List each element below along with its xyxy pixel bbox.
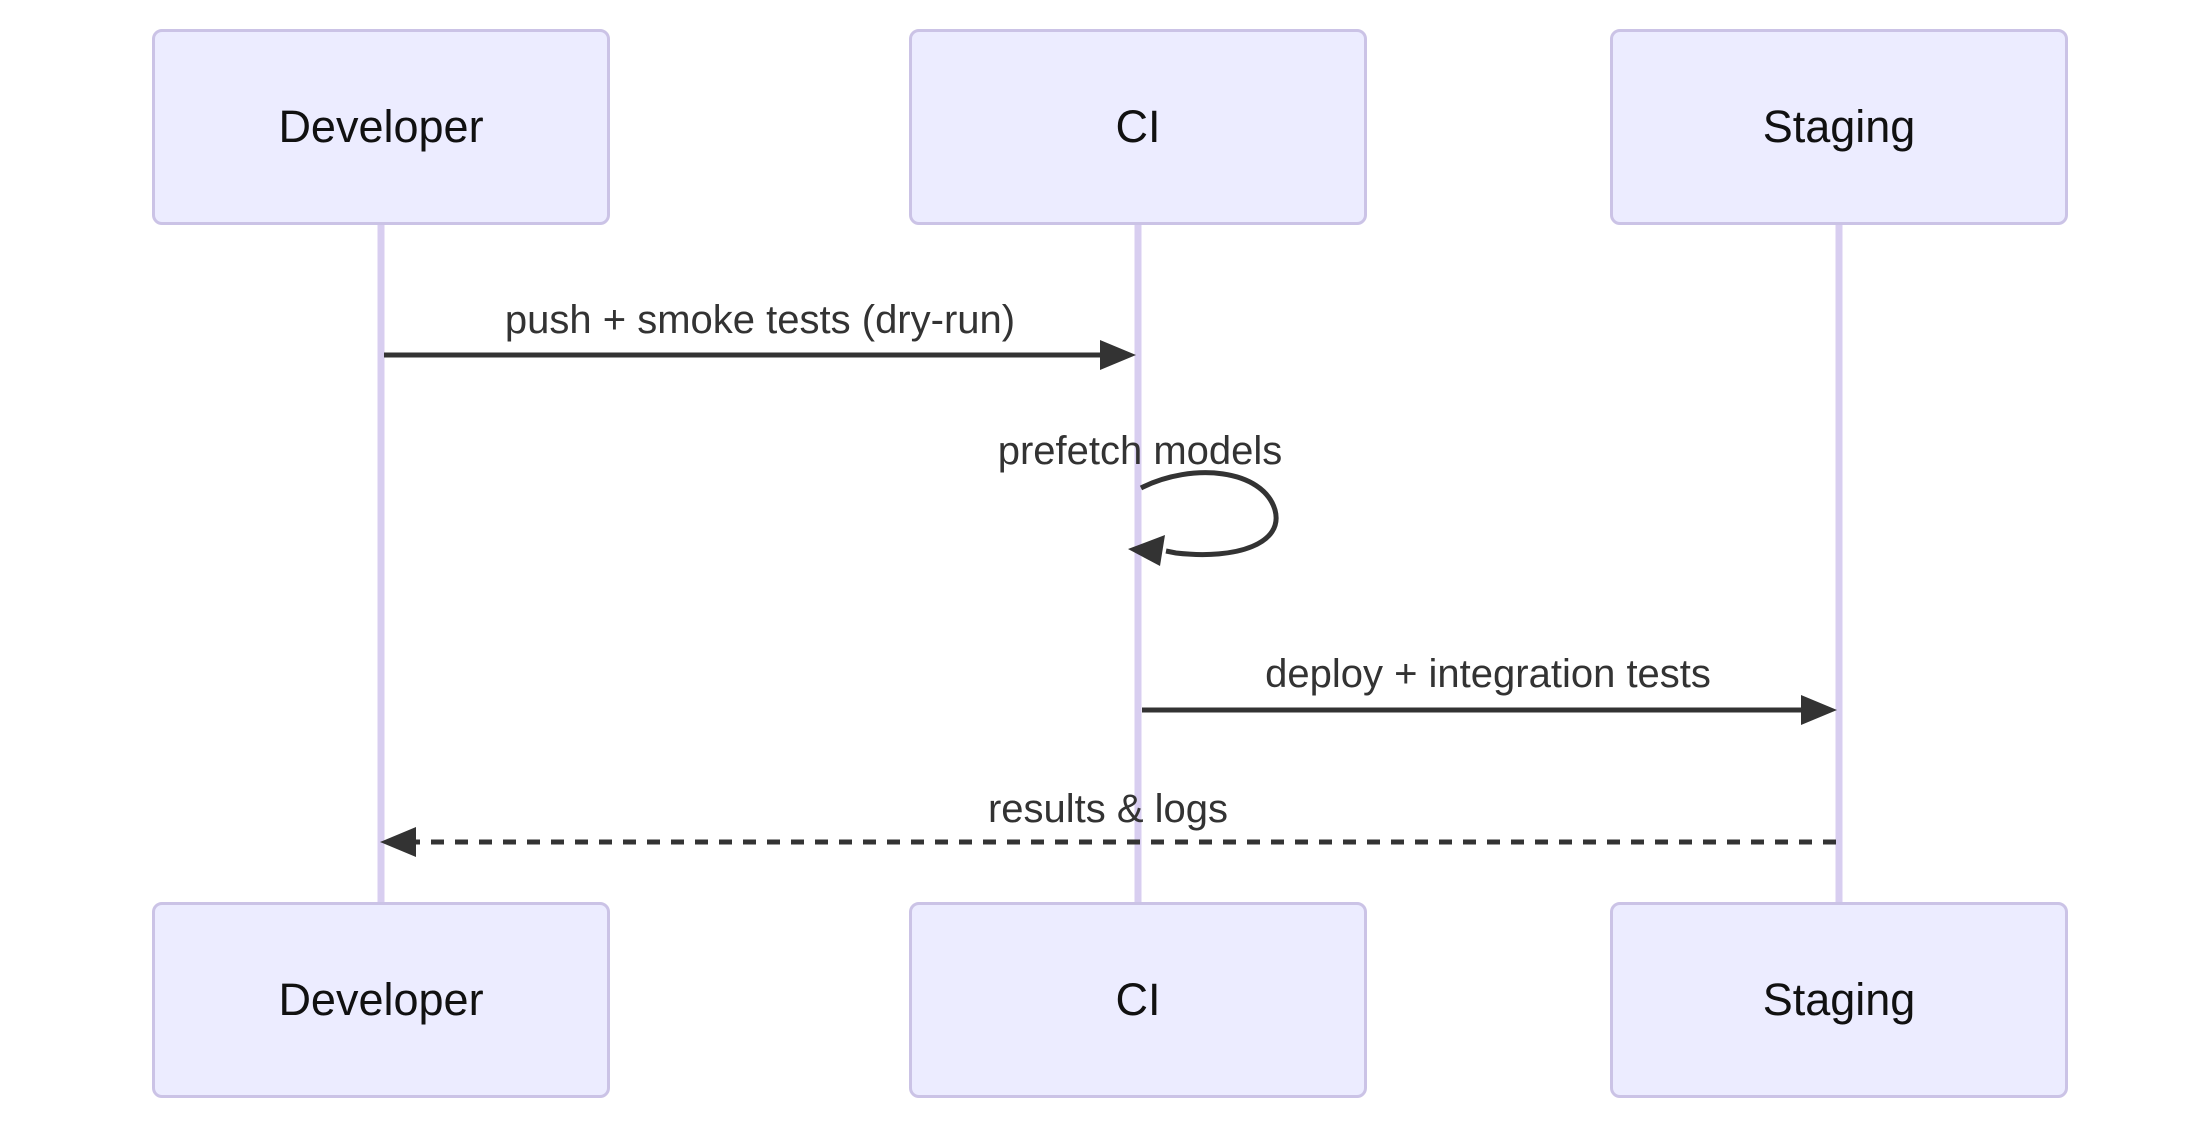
actor-label-developer: Developer bbox=[278, 101, 484, 152]
actor-top-developer: Developer bbox=[152, 29, 610, 225]
actor-top-ci: CI bbox=[909, 29, 1367, 225]
actor-label-ci: CI bbox=[1115, 974, 1161, 1025]
actor-bottom-staging: Staging bbox=[1610, 902, 2068, 1098]
message-deploy-integration-tests-label: deploy + integration tests bbox=[1265, 652, 1711, 696]
actor-label-staging: Staging bbox=[1762, 974, 1916, 1025]
self-loop-arrowhead bbox=[1128, 535, 1165, 566]
message-results-logs-label: results & logs bbox=[987, 787, 1229, 831]
self-message-prefetch-models-label: prefetch models bbox=[997, 429, 1283, 473]
message-1-arrowhead bbox=[1100, 340, 1136, 370]
actor-top-staging: Staging bbox=[1610, 29, 2068, 225]
actor-label-developer: Developer bbox=[278, 974, 484, 1025]
message-push-smoke-tests-label: push + smoke tests (dry-run) bbox=[504, 298, 1016, 342]
actor-label-ci: CI bbox=[1115, 101, 1161, 152]
actor-bottom-ci: CI bbox=[909, 902, 1367, 1098]
message-3-arrowhead bbox=[1801, 695, 1837, 725]
self-loop-path bbox=[1139, 470, 1279, 558]
actor-bottom-developer: Developer bbox=[152, 902, 610, 1098]
actor-label-staging: Staging bbox=[1762, 101, 1916, 152]
message-4-arrowhead bbox=[380, 827, 416, 857]
